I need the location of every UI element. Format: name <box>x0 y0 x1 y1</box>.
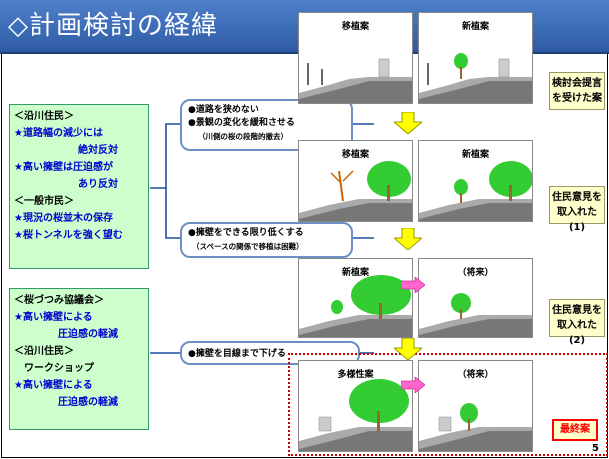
note-line: 住民意見を <box>552 305 602 316</box>
slide-title: ◇計画検討の経緯 <box>8 11 218 41</box>
box1-line1: ＜沿川住民＞ <box>14 111 74 122</box>
box1-line7: ★現況の桜並木の保存 <box>14 213 113 224</box>
note-line: 取入れた(1) <box>557 207 597 233</box>
page-number: 5 <box>592 443 599 454</box>
panel-label: 新植案 <box>341 268 369 278</box>
panel-label: 新植案 <box>461 22 489 32</box>
policy1-line1: ●道路を狭めない <box>188 105 259 115</box>
panel-label: （将来） <box>457 268 494 278</box>
note-line: を受けた案 <box>552 93 602 104</box>
note-box-row2: 住民意見を 取入れた(1) <box>549 186 605 233</box>
section-sketch <box>299 379 412 451</box>
box1-line6: ＜一般市民＞ <box>14 196 74 207</box>
box2-line3: 圧迫感の軽減 <box>58 329 118 340</box>
policy1-line2: ●景観の変化を緩和させる <box>188 118 295 128</box>
design-panel-row2-left: 移植案 <box>298 140 413 222</box>
panel-label: 新植案 <box>461 150 489 160</box>
final-plan-frame <box>288 353 608 456</box>
design-panel-row2-right: 新植案 <box>418 140 533 222</box>
box1-line4: ★高い擁壁は圧迫感が <box>14 162 113 173</box>
box1-line2: ★道路幅の減少には <box>14 128 103 139</box>
panel-label: 移植案 <box>341 22 369 32</box>
panel-label: （将来） <box>457 370 494 380</box>
box1-line5: あり反対 <box>78 179 118 190</box>
box2-line7: 圧迫感の軽減 <box>58 397 118 408</box>
residents-opinion-box-1: ＜沿川住民＞ ★道路幅の減少には 絶対反対 ★高い擁壁は圧迫感が あり反対 ＜一… <box>9 104 149 269</box>
design-panel-row1-right: 新植案 <box>418 12 533 104</box>
section-sketch <box>419 53 532 103</box>
policy2-line1: ●擁壁をできる限り低くする <box>188 228 304 238</box>
connector-line <box>150 123 180 189</box>
note-line: 住民意見を <box>552 192 602 203</box>
note-line: 検討会提言 <box>552 78 602 89</box>
design-panel-row3-right: （将来） <box>418 258 533 338</box>
right-arrow-icon <box>401 277 425 293</box>
right-arrow-icon <box>401 377 425 393</box>
panel-label: 多様性案 <box>337 370 374 380</box>
policy3-line1: ●擁壁を目線まで下げる <box>188 349 286 359</box>
policy2-line2: （スペースの関係で移植は困難） <box>192 242 304 251</box>
section-sketch <box>419 161 532 221</box>
section-sketch <box>299 161 412 221</box>
residents-opinion-box-2: ＜桜づつみ協議会＞ ★高い擁壁による 圧迫感の軽減 ＜沿川住民＞ ワークショップ… <box>9 288 149 430</box>
box1-line8: ★桜トンネルを強く望む <box>14 230 123 241</box>
panel-label: 移植案 <box>341 150 369 160</box>
box1-line3: 絶対反対 <box>78 145 118 156</box>
box2-line4: ＜沿川住民＞ <box>14 346 74 357</box>
design-panel-row3-left: 新植案 <box>298 258 413 338</box>
down-arrow-icon <box>394 338 422 360</box>
note-box-row1: 検討会提言 を受けた案 <box>549 72 605 110</box>
section-sketch <box>299 58 412 103</box>
final-plan-label: 最終案 <box>560 424 590 435</box>
box2-line6: ★高い擁壁による <box>14 380 93 391</box>
design-panel-row1-left: 移植案 <box>298 12 413 104</box>
box2-line5: ワークショップ <box>24 363 94 374</box>
policy1-line3: （川側の桜の段階的撤去） <box>198 132 288 141</box>
slide-border <box>1 54 608 458</box>
connector-line <box>165 188 180 239</box>
down-arrow-icon <box>394 228 422 250</box>
section-sketch <box>299 275 412 337</box>
final-plan-badge: 最終案 <box>552 419 598 441</box>
down-arrow-icon <box>394 112 422 134</box>
design-panel-row4-left: 多様性案 <box>298 360 413 452</box>
box2-line1: ＜桜づつみ協議会＞ <box>14 295 104 306</box>
policy-box-2: ●擁壁をできる限り低くする （スペースの関係で移植は困難） <box>180 222 353 258</box>
design-panel-row4-right: （将来） <box>418 360 533 452</box>
note-box-row3: 住民意見を 取入れた(2) <box>549 299 605 346</box>
section-sketch <box>419 293 532 337</box>
note-line: 取入れた(2) <box>557 320 597 346</box>
section-sketch <box>419 403 532 451</box>
box2-line2: ★高い擁壁による <box>14 312 93 323</box>
